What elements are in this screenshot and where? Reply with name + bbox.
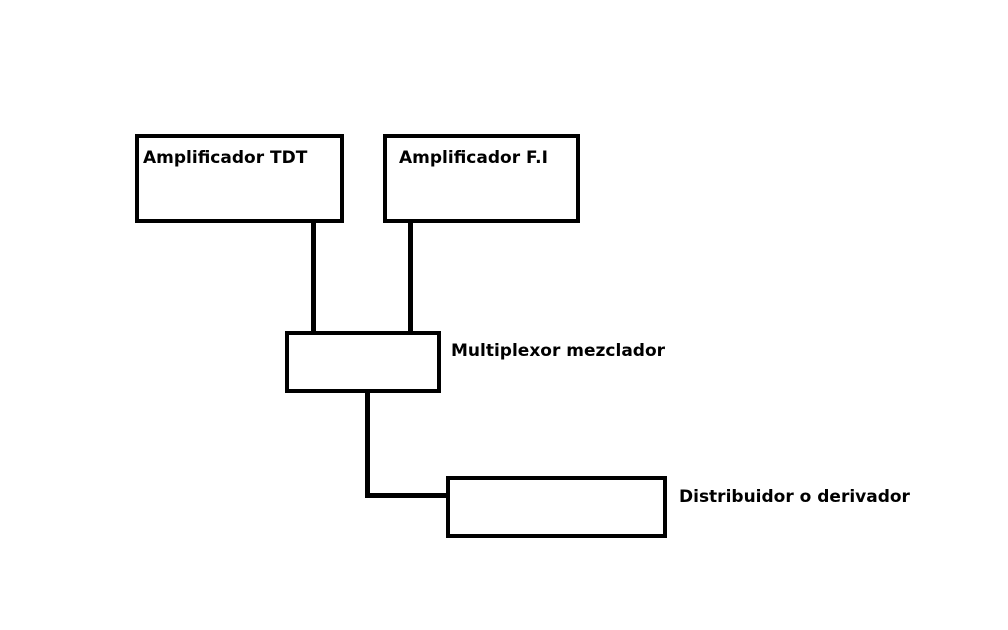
node-multiplexor-mezclador-label: Multiplexor mezclador xyxy=(451,341,666,361)
node-amplificador-tdt xyxy=(135,134,344,223)
edge-multiplexor-to-distribuidor-horizontal xyxy=(365,493,448,498)
node-amplificador-fi xyxy=(383,134,580,223)
node-amplificador-fi-label: Amplificador F.I xyxy=(399,148,548,168)
node-distribuidor-o-derivador-label: Distribuidor o derivador xyxy=(679,487,910,507)
edge-multiplexor-to-distribuidor-vertical xyxy=(365,390,370,498)
node-multiplexor-mezclador xyxy=(285,331,441,393)
node-amplificador-tdt-label: Amplificador TDT xyxy=(143,148,308,168)
node-distribuidor-o-derivador xyxy=(446,476,667,538)
edge-amp-fi-to-multiplexor xyxy=(408,220,413,333)
edge-amp-tdt-to-multiplexor xyxy=(311,220,316,333)
